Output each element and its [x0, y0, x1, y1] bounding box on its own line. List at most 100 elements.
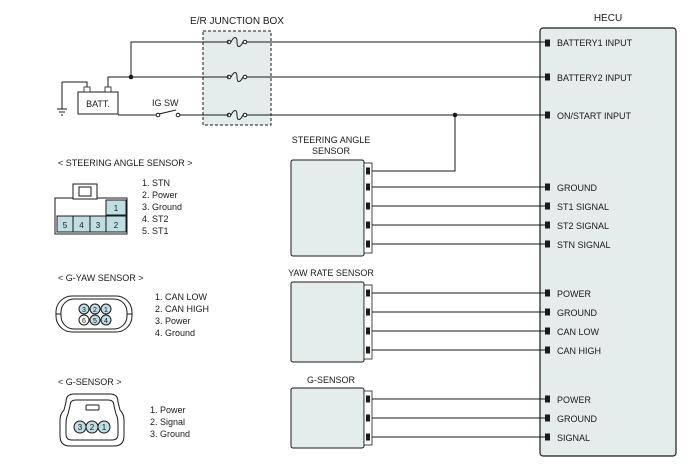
battery-box: [77, 91, 119, 115]
g-sensor-module: G-SENSOR: [290, 375, 373, 449]
pin-legend: 3. Ground: [150, 429, 190, 439]
pin-terminal: [545, 73, 550, 81]
pin-terminal: [366, 183, 370, 191]
pin-terminal: [545, 111, 550, 119]
hecu-pin-label: CAN HIGH: [557, 346, 601, 356]
pin-legend: 1. STN: [142, 178, 170, 188]
junction-dots: [128, 74, 458, 118]
steering-connector-icon: [54, 183, 128, 235]
pin-terminal: [366, 395, 370, 403]
battery: BATT.: [77, 86, 119, 115]
pin-legend: 3. Ground: [142, 202, 182, 212]
junction-box-title: E/R JUNCTION BOX: [190, 16, 284, 27]
pin-terminal: [545, 289, 550, 297]
hecu-pin-label: BATTERY1 INPUT: [557, 38, 633, 48]
pin-number: 1: [114, 204, 119, 213]
pin-terminal: [545, 240, 550, 248]
pin-terminal: [366, 221, 370, 229]
pin-legend: 2. CAN HIGH: [155, 304, 209, 314]
battery-terminal: [83, 86, 91, 93]
hecu-module: HECU BATTERY1 INPUT BATTERY2 INPUT ON/ST…: [539, 13, 677, 457]
steering-module-box: [290, 159, 365, 257]
pin-terminal: [545, 39, 550, 47]
pin-number: 6: [82, 318, 86, 325]
g-yaw-connector-legend: < G-YAW SENSOR > 3 2 1 6 5 4 1. CAN LOW …: [55, 273, 209, 338]
switch-icon: [155, 109, 181, 118]
steering-angle-sensor-module: STEERING ANGLE SENSOR: [290, 135, 373, 257]
hecu-pin-label: ST2 SIGNAL: [557, 221, 609, 231]
pin-terminal: [366, 202, 370, 210]
battery-terminal: [104, 86, 112, 93]
hecu-pin-label: SIGNAL: [557, 433, 590, 443]
pin-terminal: [545, 433, 550, 441]
hecu-pin-label: GROUND: [557, 183, 597, 193]
connector-heading: < G-YAW SENSOR >: [58, 273, 144, 283]
pin-number: 4: [104, 318, 108, 325]
pin-number: 5: [63, 221, 68, 230]
pin-number: 1: [102, 423, 107, 432]
pin-legend: 3. Power: [155, 316, 191, 326]
fuse-icon: [226, 110, 248, 120]
hecu-pin-label: POWER: [557, 395, 592, 405]
hecu-pin-label: BATTERY2 INPUT: [557, 73, 633, 83]
ig-switch-label: IG SW: [152, 98, 179, 108]
ground-icon: [57, 82, 67, 116]
yaw-module-box: [290, 281, 365, 363]
yaw-rate-sensor-module: YAW RATE SENSOR: [288, 268, 374, 363]
hecu-pin-terminals: [545, 39, 550, 441]
pin-legend: 2. Signal: [150, 417, 185, 427]
pin-number: 3: [78, 423, 83, 432]
pin-number: 2: [93, 307, 97, 314]
steering-module-title: SENSOR: [312, 146, 351, 156]
pin-terminal: [366, 289, 370, 297]
pin-number: 2: [114, 221, 119, 230]
pin-number: 1: [104, 307, 108, 314]
hecu-pin-label: ON/START INPUT: [557, 111, 632, 121]
pin-legend: 1. Power: [150, 405, 186, 415]
hecu-pin-label: GROUND: [557, 308, 597, 318]
pin-number: 3: [96, 221, 101, 230]
connector-heading: < G-SENSOR >: [58, 377, 122, 387]
fuse-icon: [226, 72, 248, 82]
pin-terminal: [545, 414, 550, 422]
pin-terminal: [545, 346, 550, 354]
battery-label: BATT.: [86, 99, 110, 109]
yaw-module-title: YAW RATE SENSOR: [288, 268, 374, 278]
pin-legend: 2. Power: [142, 190, 178, 200]
pin-terminal: [545, 202, 550, 210]
pin-terminal: [545, 327, 550, 335]
hecu-pin-label: CAN LOW: [557, 327, 600, 337]
pin-legend: 4. ST2: [142, 214, 169, 224]
yaw-module-plug: [363, 284, 373, 360]
g-module-box: [290, 387, 365, 449]
hecu-box: [539, 27, 677, 457]
pin-terminal: [545, 221, 550, 229]
connector-heading: < STEERING ANGLE SENSOR >: [58, 158, 193, 168]
pin-number: 3: [82, 307, 86, 314]
pin-terminal: [366, 167, 370, 175]
hecu-pin-label: POWER: [557, 289, 592, 299]
pin-terminal: [366, 346, 370, 354]
wires: [62, 41, 545, 438]
hecu-pin-label: GROUND: [557, 414, 597, 424]
pin-terminal: [366, 308, 370, 316]
junction-box: E/R JUNCTION BOX: [190, 16, 284, 126]
pin-terminal: [366, 414, 370, 422]
steering-module-title: STEERING ANGLE: [292, 135, 371, 145]
hecu-pin-label: ST1 SIGNAL: [557, 202, 609, 212]
hecu-title: HECU: [594, 13, 622, 24]
junction-dot: [128, 74, 134, 80]
pin-number: 5: [93, 318, 97, 325]
pin-legend: 5. ST1: [142, 226, 169, 236]
pin-legend: 4. Ground: [155, 328, 195, 338]
pin-terminal: [545, 395, 550, 403]
pin-terminal: [366, 327, 370, 335]
pin-terminal: [545, 183, 550, 191]
g-yaw-connector-icon: [55, 295, 133, 333]
pin-legend: 1. CAN LOW: [155, 292, 208, 302]
pin-terminal: [366, 433, 370, 441]
hecu-pin-label: STN SIGNAL: [557, 240, 611, 250]
pin-terminal: [545, 308, 550, 316]
g-sensor-connector-icon: [59, 393, 125, 447]
